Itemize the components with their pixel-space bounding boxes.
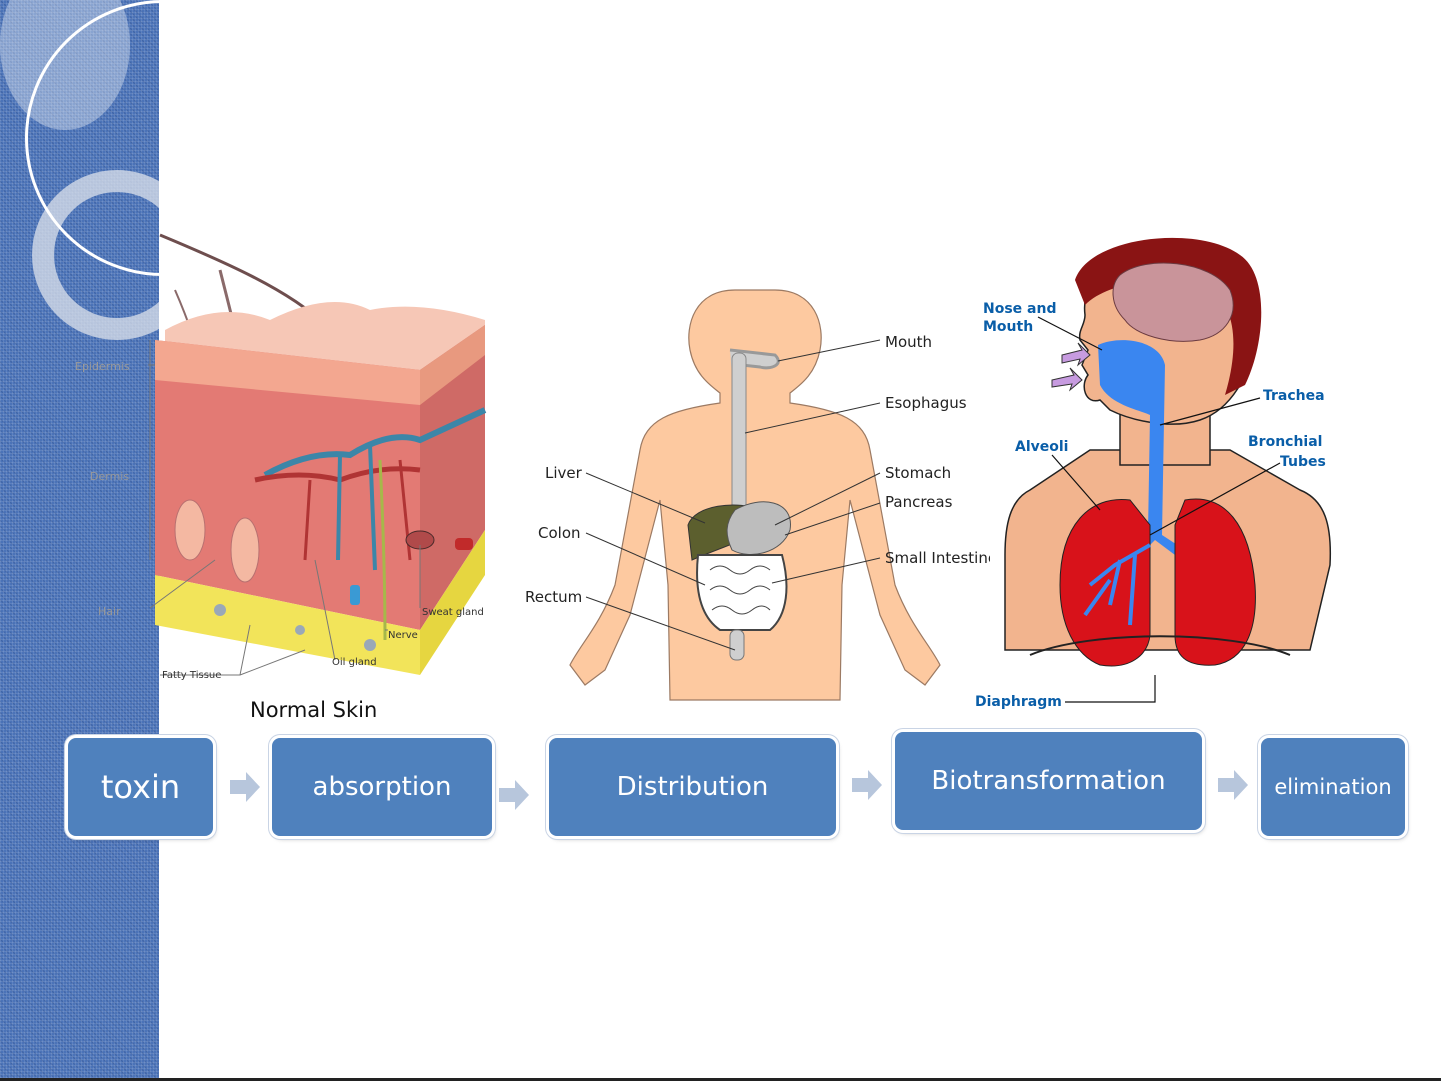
skin-label-hair: Hair [98, 605, 121, 618]
flow-arrow-icon [228, 770, 262, 804]
skin-label-fatty-tissue: Fatty Tissue [162, 670, 221, 681]
flow-step-absorption: absorption [272, 738, 492, 836]
respiratory-label-bronchial-2: Tubes [1280, 454, 1326, 470]
skin-diagram: Epidermis Dermis Hair Fatty Tissue Oil g… [70, 230, 500, 725]
flow-step-biotransformation: Biotransformation [895, 732, 1202, 830]
skin-label-nerve: Nerve [388, 630, 418, 641]
flow-step-label: toxin [101, 768, 180, 806]
skin-label-epidermis: Epidermis [75, 360, 130, 373]
skin-label-dermis: Dermis [90, 470, 129, 483]
digestive-label-rectum: Rectum [525, 588, 582, 606]
digestive-label-liver: Liver [545, 464, 583, 482]
digestive-label-esophagus: Esophagus [885, 394, 967, 412]
respiratory-label-trachea: Trachea [1263, 388, 1325, 404]
respiratory-label-alveoli: Alveoli [1015, 439, 1068, 455]
flow-step-label: absorption [313, 772, 452, 802]
skin-caption: Normal Skin [250, 698, 377, 722]
respiratory-label-diaphragm: Diaphragm [975, 694, 1062, 710]
digestive-label-pancreas: Pancreas [885, 493, 953, 511]
respiratory-label-bronchial-1: Bronchial [1248, 434, 1322, 450]
digestive-label-mouth: Mouth [885, 333, 932, 351]
digestive-label-stomach: Stomach [885, 464, 951, 482]
flow-arrow-icon [497, 778, 531, 812]
digestive-system-diagram: Mouth Esophagus Stomach Pancreas Small I… [520, 285, 990, 705]
respiratory-label-nose-mouth-1: Nose and [983, 301, 1056, 317]
digestive-label-colon: Colon [538, 524, 581, 542]
flow-step-toxin: toxin [68, 738, 213, 836]
flow-arrow-icon [1216, 768, 1250, 802]
flow-step-label: elimination [1274, 775, 1391, 799]
flow-step-label: Distribution [617, 772, 769, 802]
flow-step-elimination: elimination [1261, 738, 1405, 836]
flow-step-label: Biotransformation [931, 766, 1165, 796]
skin-label-oil-gland: Oil gland [332, 657, 377, 668]
flow-arrow-icon [850, 768, 884, 802]
respiratory-system-diagram: Nose and Mouth Trachea Alveoli Bronchial… [970, 235, 1340, 715]
respiratory-label-nose-mouth-2: Mouth [983, 319, 1033, 335]
flow-step-distribution: Distribution [549, 738, 836, 836]
skin-label-sweat-gland: Sweat gland [422, 607, 484, 618]
